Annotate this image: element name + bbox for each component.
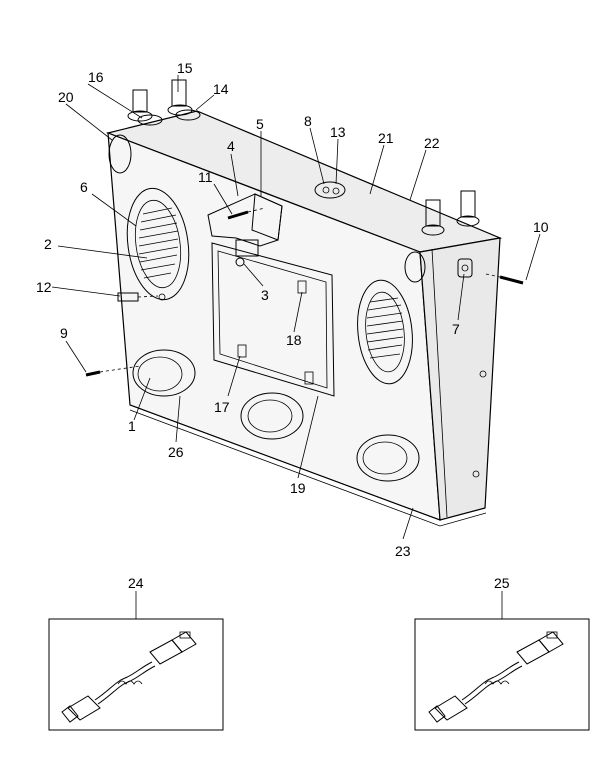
inset-box-25 (414, 618, 590, 731)
callout-24: 24 (128, 575, 144, 591)
callout-10: 10 (533, 219, 549, 235)
speaker-grille-right (357, 279, 413, 385)
inset-harness-24 (48, 618, 224, 731)
callout-11: 11 (198, 169, 213, 185)
callout-5: 5 (256, 116, 264, 132)
bottom-edge-lower (129, 409, 487, 527)
side-edge-line (431, 248, 448, 518)
callout-23: 23 (395, 543, 411, 559)
callout-1: 1 (128, 418, 136, 434)
callout-9: 9 (60, 325, 68, 341)
callout-8: 8 (304, 113, 312, 129)
plate-frame (211, 242, 335, 397)
oval-lights (132, 349, 420, 482)
callout-7: 7 (452, 321, 460, 337)
top-fittings-left (127, 79, 201, 126)
side-clip (457, 258, 487, 478)
panel-assembly (105, 110, 503, 527)
inset-harness-25 (414, 618, 590, 731)
wire-harness-25 (428, 631, 564, 723)
callout-12: 12 (36, 279, 52, 295)
callout-14: 14 (213, 81, 229, 97)
callout-25: 25 (494, 575, 510, 591)
callout-6: 6 (80, 179, 88, 195)
screw-11 (227, 207, 266, 220)
callout-4: 4 (227, 138, 235, 154)
callout-16: 16 (88, 69, 104, 85)
callout-2: 2 (44, 236, 52, 252)
callout-15: 15 (177, 60, 193, 76)
callout-21: 21 (378, 130, 394, 146)
top-clip (314, 181, 346, 199)
screw-12 (117, 292, 159, 302)
callout-26: 26 (168, 444, 184, 460)
speaker-grille-left (126, 187, 190, 301)
inset-box-24 (48, 618, 224, 731)
screw-10 (485, 273, 524, 285)
callout-labels: 16 15 14 20 5 4 11 6 2 12 3 18 17 8 13 2… (36, 60, 549, 591)
plug-right (404, 251, 426, 283)
top-fittings-right (421, 190, 480, 236)
callout-18: 18 (286, 332, 302, 348)
callout-3: 3 (261, 287, 269, 303)
leader-lines (51, 75, 541, 619)
plug-20 (108, 134, 132, 174)
callout-13: 13 (330, 124, 346, 140)
mount-bracket (207, 193, 283, 267)
callout-20: 20 (58, 89, 74, 105)
wire-harness-24 (61, 631, 197, 723)
callout-19: 19 (290, 480, 306, 496)
callout-17: 17 (214, 399, 230, 415)
bottom-edge (129, 404, 486, 521)
screw-9 (85, 365, 141, 377)
callout-22: 22 (424, 135, 440, 151)
